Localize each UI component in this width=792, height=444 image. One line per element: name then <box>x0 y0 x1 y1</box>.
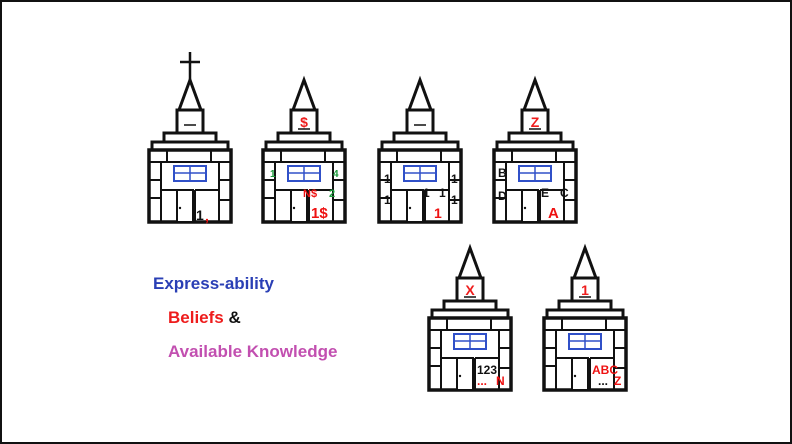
door <box>521 189 539 223</box>
symbol-mark: 4 <box>333 169 339 180</box>
door <box>176 189 194 223</box>
symbol-mark: 1 <box>451 172 458 186</box>
symbol-mark: 1 <box>196 207 204 223</box>
steeple-spire <box>521 75 549 112</box>
steeple-tower <box>175 108 205 135</box>
symbol-mark: 1 <box>384 193 391 207</box>
symbol-mark: ... <box>477 374 487 388</box>
church-x: X 123... N <box>427 243 513 392</box>
symbol-mark: 1 <box>270 169 276 180</box>
symbol-mark: 1 <box>423 186 430 200</box>
symbol-mark: 1 <box>434 205 442 221</box>
symbol-mark: D <box>498 189 507 203</box>
symbol-mark: , <box>205 208 209 224</box>
steeple-spire <box>406 75 434 112</box>
symbol-mark: 123 <box>477 363 497 377</box>
door <box>456 357 474 391</box>
symbol-mark: 2 <box>329 188 335 200</box>
symbol-mark: Z <box>614 374 621 388</box>
church-dollar: $1 4N$ 21$ <box>261 75 347 224</box>
symbol-mark: ... <box>598 374 608 388</box>
steeple-spire <box>176 75 204 112</box>
symbol-mark: E <box>541 186 549 200</box>
steeple-spire <box>571 243 599 280</box>
symbol-mark: 1 <box>384 172 391 186</box>
symbol-mark: 1 <box>451 193 458 207</box>
steeple-symbol: Z <box>531 114 540 130</box>
steeple-symbol: X <box>465 282 475 298</box>
symbol-mark: C <box>560 186 569 200</box>
symbol-mark: 1$ <box>311 205 328 222</box>
symbol-mark: N$ <box>303 188 317 200</box>
door <box>571 357 589 391</box>
door <box>290 189 308 223</box>
symbol-mark: B <box>498 166 507 180</box>
steeple-spire <box>290 75 318 112</box>
door <box>406 189 424 223</box>
steeple-tower <box>405 108 435 135</box>
steeple-symbol: $ <box>300 114 308 130</box>
church-cross: 1, <box>147 52 233 224</box>
steeple-symbol: 1 <box>581 282 589 298</box>
symbol-mark: N <box>496 374 505 388</box>
symbol-mark: ABC <box>592 363 618 377</box>
symbol-mark: 1 <box>439 186 446 200</box>
steeple-spire <box>456 243 484 280</box>
symbol-mark: A <box>548 205 559 222</box>
